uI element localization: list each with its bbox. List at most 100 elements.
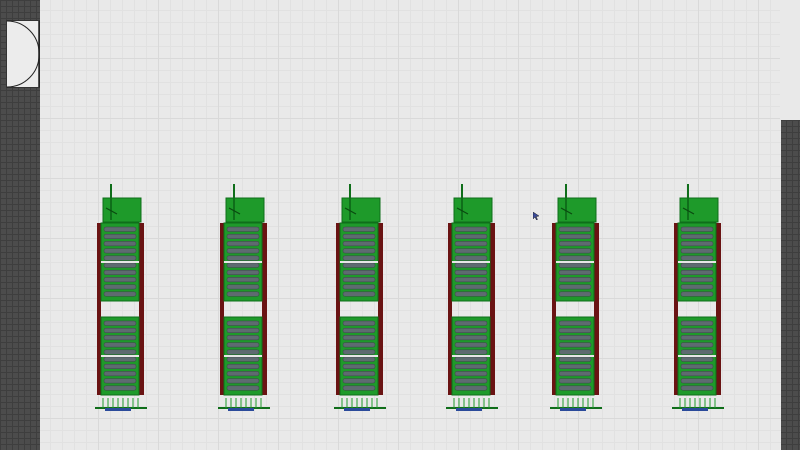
roller	[226, 226, 260, 232]
roller	[226, 291, 260, 297]
rack-post-left	[97, 223, 101, 395]
roller	[558, 262, 592, 268]
roller	[342, 291, 376, 297]
roller	[226, 262, 260, 268]
rack-pole-brace	[344, 207, 357, 215]
roller	[342, 262, 376, 268]
roller	[558, 363, 592, 369]
roller	[454, 363, 488, 369]
roller	[454, 342, 488, 348]
rack-base-plate	[560, 408, 586, 411]
roller	[454, 262, 488, 268]
roller	[454, 371, 488, 377]
roller	[103, 291, 137, 297]
roller	[103, 356, 137, 362]
rack-post-right	[262, 223, 267, 395]
roller	[226, 241, 260, 247]
roller	[558, 233, 592, 239]
roller	[680, 335, 714, 341]
roller	[342, 248, 376, 254]
roller	[226, 277, 260, 283]
rack-pole-brace	[560, 207, 573, 215]
rack-pole-brace	[682, 207, 695, 215]
roller	[342, 226, 376, 232]
roller	[454, 356, 488, 362]
roller	[454, 255, 488, 261]
roller	[103, 255, 137, 261]
roller	[680, 248, 714, 254]
rack-post-left	[336, 223, 340, 395]
rack-top-cap	[102, 197, 142, 223]
roller	[342, 335, 376, 341]
roller	[226, 385, 260, 391]
roller	[342, 327, 376, 333]
roller	[680, 269, 714, 275]
rack-2[interactable]	[212, 180, 276, 415]
door-icon[interactable]	[6, 20, 40, 88]
roller	[680, 291, 714, 297]
roller	[342, 277, 376, 283]
roller	[454, 335, 488, 341]
roller	[454, 378, 488, 384]
roller	[103, 233, 137, 239]
rack-6[interactable]	[666, 180, 730, 415]
rack-post-left	[220, 223, 224, 395]
roller	[454, 241, 488, 247]
rack-post-right	[139, 223, 144, 395]
roller	[558, 277, 592, 283]
rack-1[interactable]	[89, 180, 153, 415]
roller	[342, 385, 376, 391]
roller	[226, 320, 260, 326]
roller	[342, 342, 376, 348]
rack-3[interactable]	[328, 180, 392, 415]
roller	[454, 248, 488, 254]
roller	[226, 327, 260, 333]
roller	[103, 277, 137, 283]
floor-plane[interactable]	[40, 0, 781, 450]
rack-pole-brace	[456, 207, 469, 215]
rack-base-plate	[344, 408, 370, 411]
roller	[226, 349, 260, 355]
roller	[342, 356, 376, 362]
roller	[226, 363, 260, 369]
roller	[342, 371, 376, 377]
roller	[558, 255, 592, 261]
rack-5[interactable]	[544, 180, 608, 415]
rack-post-left	[448, 223, 452, 395]
roller	[680, 349, 714, 355]
roller	[103, 241, 137, 247]
roller	[558, 371, 592, 377]
roller	[454, 284, 488, 290]
roller	[103, 320, 137, 326]
roller	[226, 335, 260, 341]
roller	[454, 269, 488, 275]
roller	[680, 226, 714, 232]
roller	[342, 241, 376, 247]
roller	[558, 342, 592, 348]
roller	[558, 226, 592, 232]
roller	[680, 320, 714, 326]
roller	[103, 284, 137, 290]
roller	[226, 233, 260, 239]
roller	[558, 335, 592, 341]
roller	[342, 284, 376, 290]
roller	[558, 378, 592, 384]
roller	[454, 320, 488, 326]
roller	[454, 226, 488, 232]
roller	[680, 255, 714, 261]
rack-post-left	[674, 223, 678, 395]
roller	[558, 248, 592, 254]
roller	[103, 269, 137, 275]
roller	[680, 262, 714, 268]
roller	[103, 248, 137, 254]
roller	[103, 226, 137, 232]
rack-post-right	[594, 223, 599, 395]
roller	[680, 241, 714, 247]
roller	[558, 241, 592, 247]
roller	[680, 284, 714, 290]
rack-4[interactable]	[440, 180, 504, 415]
roller	[342, 378, 376, 384]
rack-post-right	[378, 223, 383, 395]
rack-pole-brace	[105, 207, 118, 215]
